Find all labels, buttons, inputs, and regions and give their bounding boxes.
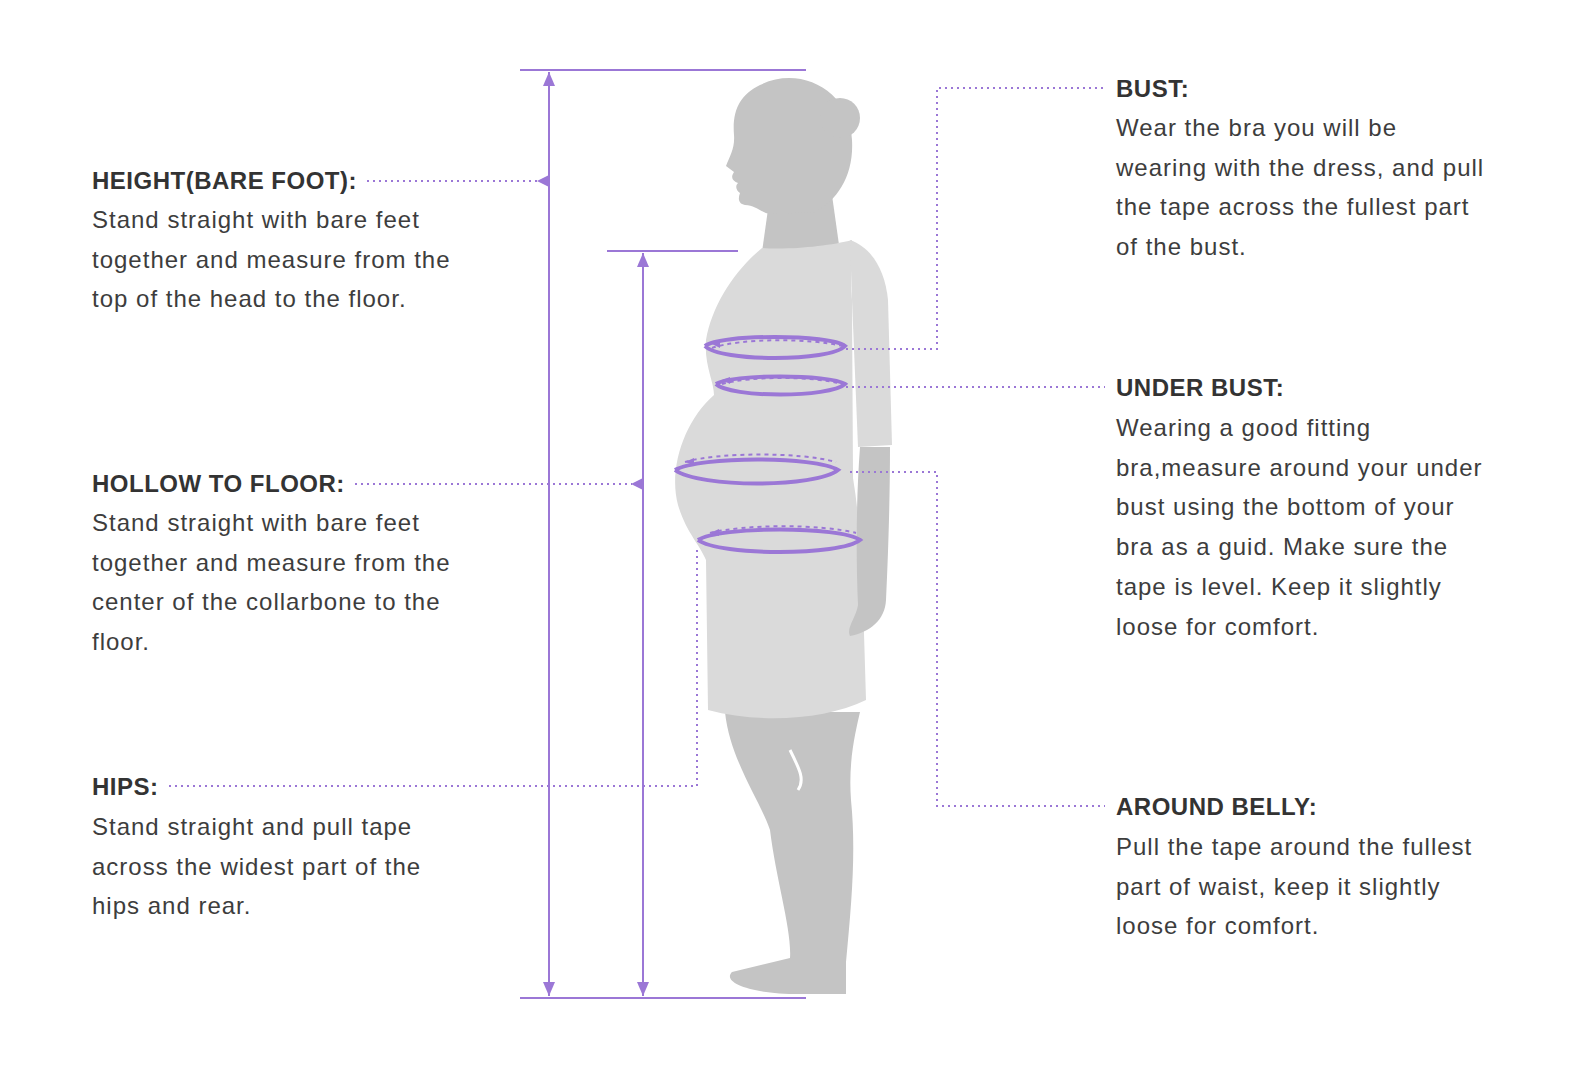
woman-silhouette xyxy=(675,78,892,994)
label-holder: Pull the tape around the fullest part of… xyxy=(1116,827,1486,946)
callout-heading: HEIGHT(BARE FOOT): xyxy=(92,166,357,196)
label-holder: HOLLOW TO FLOOR: xyxy=(92,469,512,499)
label-holder: BUST: xyxy=(1116,74,1556,104)
callout-heading: HIPS: xyxy=(92,772,159,802)
label-holder: UNDER BUST: xyxy=(1116,373,1556,403)
label-holder: Stand straight with bare feet together a… xyxy=(92,200,472,319)
label-holder: AROUND BELLY: xyxy=(1116,792,1556,822)
callout-heading: UNDER BUST: xyxy=(1116,373,1284,403)
callout-heading: HOLLOW TO FLOOR: xyxy=(92,469,345,499)
instruction-text: Stand straight with bare feet together a… xyxy=(92,200,472,319)
label-holder: HIPS: xyxy=(92,772,512,802)
label-holder: Stand straight with bare feet together a… xyxy=(92,503,472,662)
label-holder: Wearing a good fitting bra,measure aroun… xyxy=(1116,408,1486,646)
leader-arrowhead xyxy=(537,175,549,187)
height-dimension xyxy=(520,70,806,998)
instruction-text: Pull the tape around the fullest part of… xyxy=(1116,827,1486,946)
callout-heading: AROUND BELLY: xyxy=(1116,792,1317,822)
leader-lines xyxy=(169,88,1105,806)
label-holder: Stand straight and pull tape across the … xyxy=(92,807,472,926)
tape-rings xyxy=(675,337,860,552)
instruction-text: Wearing a good fitting bra,measure aroun… xyxy=(1116,408,1486,646)
label-holder: Wear the bra you will be wearing with th… xyxy=(1116,108,1486,267)
callout-heading: BUST: xyxy=(1116,74,1189,104)
leader-arrowhead xyxy=(631,478,643,490)
label-holder: HEIGHT(BARE FOOT): xyxy=(92,166,512,196)
instruction-text: Stand straight and pull tape across the … xyxy=(92,807,472,926)
hollow-dimension xyxy=(607,251,738,996)
instruction-text: Wear the bra you will be wearing with th… xyxy=(1116,108,1486,267)
instruction-text: Stand straight with bare feet together a… xyxy=(92,503,472,662)
